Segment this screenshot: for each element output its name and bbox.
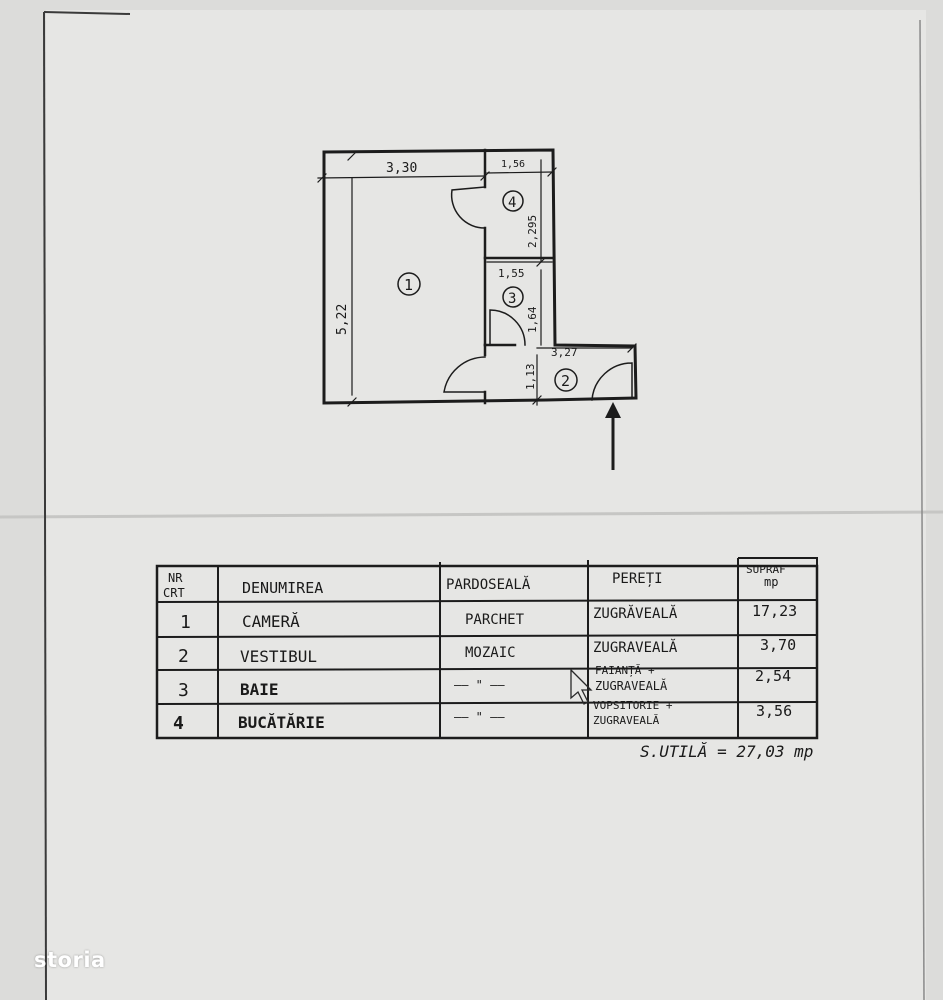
row4-nr: 4 — [173, 713, 184, 734]
header-name: DENUMIREA — [242, 579, 323, 597]
row2-walls: ZUGRAVEALĂ — [593, 638, 678, 656]
row3-walls-1: FAIANȚĂ + — [595, 664, 655, 677]
row4-name: BUCĂTĂRIE — [238, 713, 325, 732]
dim-room4-width: 1,56 — [501, 159, 525, 170]
row1-nr: 1 — [180, 612, 191, 633]
header-area: SUPRAF — [746, 563, 786, 576]
header-walls: PEREȚI — [612, 571, 663, 587]
row2-floor: MOZAIC — [465, 645, 516, 661]
dim-room3-width: 1,55 — [498, 267, 525, 280]
dim-room1-width: 3,30 — [386, 161, 417, 176]
row1-area: 17,23 — [752, 602, 797, 620]
door-room1 — [443, 356, 486, 393]
row1-name: CAMERĂ — [242, 612, 300, 631]
rooms-table — [155, 557, 819, 740]
row3-floor: —— " —— — [454, 678, 505, 692]
page-border — [43, 11, 925, 1000]
door-entrance — [591, 362, 633, 401]
dim-room4-depth: 2,295 — [526, 215, 539, 248]
door-room3 — [489, 309, 526, 346]
row1-walls: ZUGRĂVEALĂ — [593, 604, 678, 622]
row2-nr: 2 — [178, 646, 189, 667]
entrance-arrow — [605, 402, 621, 470]
plan-outline — [322, 148, 638, 405]
room-number-1: 1 — [404, 276, 413, 294]
pen-mark — [570, 668, 593, 705]
header-area-unit: mp — [764, 575, 778, 589]
total-usable-area: S.UTILĂ = 27,03 mp — [640, 742, 813, 761]
room-number-3: 3 — [508, 291, 516, 307]
dim-room3-depth: 1,64 — [526, 306, 539, 333]
room-number-4: 4 — [508, 195, 516, 211]
dim-room2-width: 3,27 — [551, 346, 578, 359]
door-room4 — [450, 186, 486, 229]
floor-plan — [317, 148, 638, 407]
row3-nr: 3 — [178, 680, 189, 701]
paper-fold-line — [0, 510, 943, 519]
header-crt: CRT — [163, 586, 185, 600]
row3-walls-2: ZUGRAVEALĂ — [595, 678, 668, 693]
row4-floor: —— " —— — [454, 710, 505, 724]
storia-watermark: storia — [34, 948, 106, 972]
row4-walls-1: VOPSITORIE + — [593, 699, 673, 712]
row2-area: 3,70 — [760, 636, 796, 654]
row4-walls-2: ZUGRAVEALĂ — [593, 714, 660, 727]
header-nr: NR — [168, 571, 183, 585]
row1-floor: PARCHET — [465, 612, 525, 628]
row4-area: 3,56 — [756, 702, 792, 720]
dim-room2-depth: 1,13 — [524, 364, 537, 391]
row3-name: BAIE — [240, 680, 279, 699]
row3-area: 2,54 — [755, 667, 791, 685]
row2-name: VESTIBUL — [240, 647, 317, 666]
dim-room1-depth: 5,22 — [335, 304, 350, 335]
header-floor: PARDOSEALĂ — [446, 575, 531, 593]
room-number-2: 2 — [561, 372, 570, 390]
